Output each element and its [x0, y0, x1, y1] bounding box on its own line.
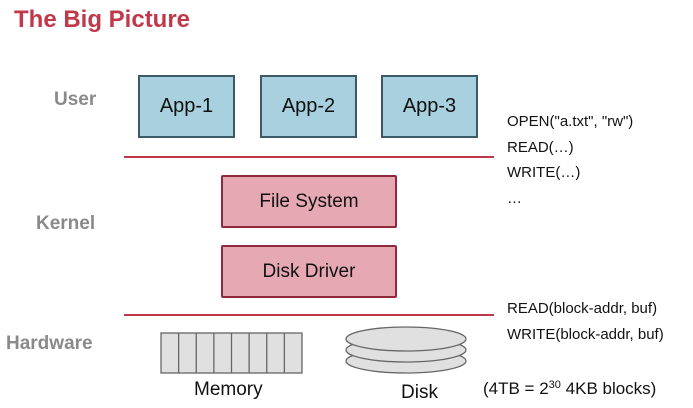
- disk-icon: [345, 326, 467, 374]
- layer-label-user: User: [54, 89, 97, 110]
- disk-driver-label: Disk Driver: [262, 260, 356, 282]
- memory-icon: [160, 332, 303, 374]
- syscall-read: READ(…): [507, 138, 574, 156]
- user-kernel-divider: [124, 156, 494, 158]
- file-system-label: File System: [259, 190, 359, 212]
- syscall-write: WRITE(…): [507, 164, 581, 181]
- disk-label: Disk: [401, 382, 438, 403]
- syscall-api-list: OPEN("a.txt", "rw") READ(…) WRITE(…) …: [507, 109, 633, 211]
- slide-title: The Big Picture: [14, 6, 191, 33]
- app-box-2: App-2: [260, 75, 357, 138]
- app-label: App-3: [402, 95, 457, 117]
- memory-label: Memory: [194, 379, 263, 400]
- layer-label-hardware: Hardware: [6, 333, 93, 354]
- app-label: App-1: [159, 95, 214, 117]
- app-box-1: App-1: [138, 75, 235, 138]
- file-system-box: File System: [221, 175, 397, 228]
- block-write: WRITE(block-addr, buf): [507, 325, 664, 343]
- disk-driver-box: Disk Driver: [221, 245, 397, 298]
- note-exponent: 30: [548, 379, 561, 391]
- note-prefix: (4TB = 2: [483, 379, 549, 398]
- note-suffix: 4KB blocks): [560, 379, 657, 398]
- syscall-ellipsis: …: [507, 189, 522, 207]
- syscall-open: OPEN("a.txt", "rw"): [507, 113, 634, 130]
- block-api-list: READ(block-addr, buf) WRITE(block-addr, …: [507, 296, 664, 347]
- app-label: App-2: [281, 95, 336, 117]
- layer-label-kernel: Kernel: [36, 213, 96, 234]
- block-read: READ(block-addr, buf): [507, 300, 658, 317]
- app-box-3: App-3: [381, 75, 478, 138]
- kernel-hardware-divider: [124, 314, 494, 316]
- capacity-note: (4TB = 230 4KB blocks): [483, 379, 656, 399]
